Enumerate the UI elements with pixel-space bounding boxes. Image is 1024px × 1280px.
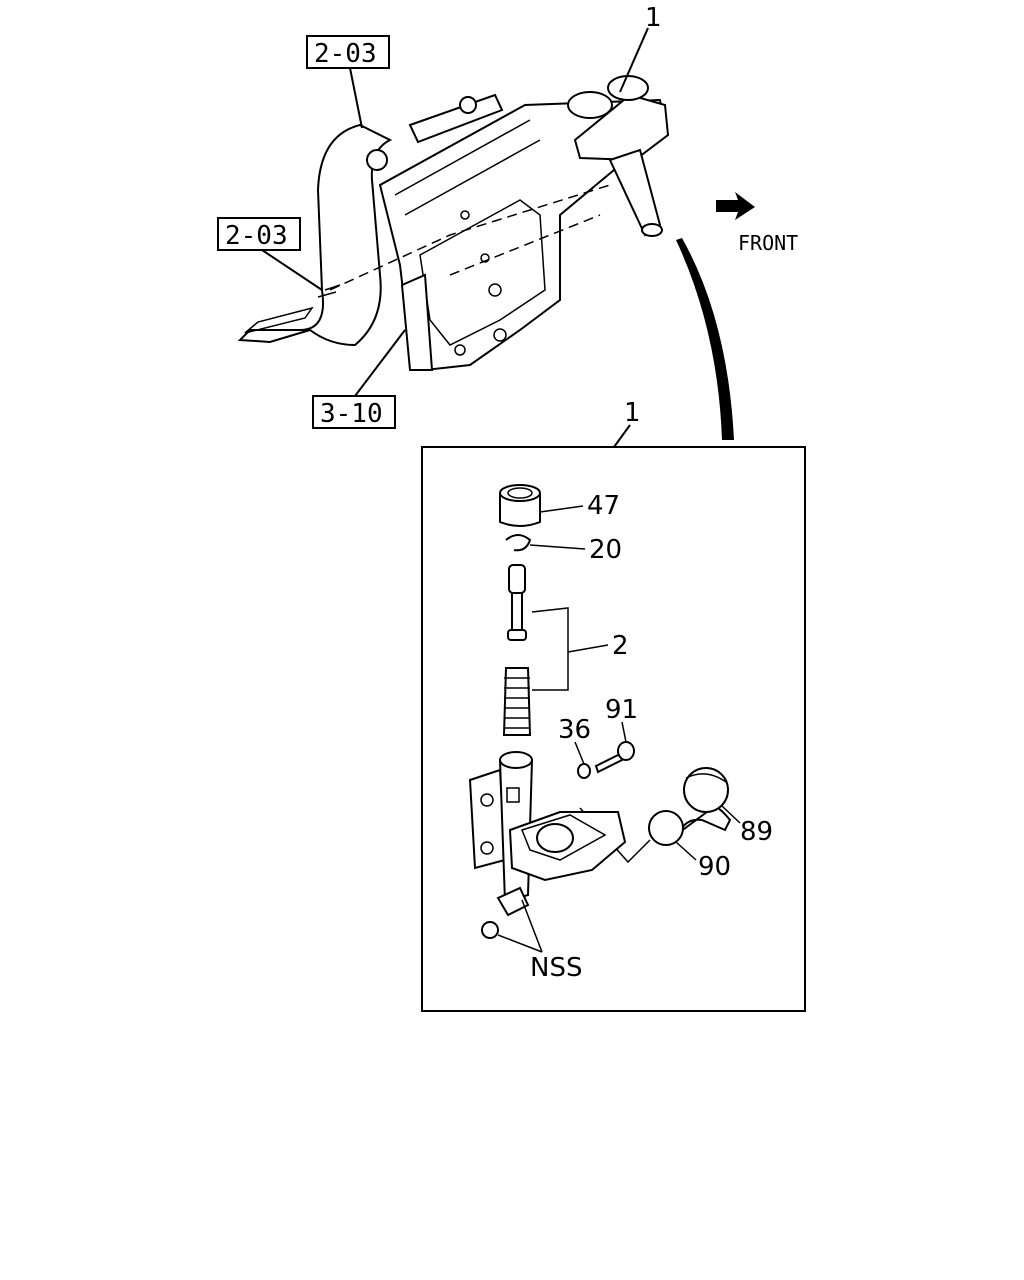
part-91: 91: [594, 695, 638, 774]
detail-pointer-arrow: [676, 238, 734, 440]
washer-icon: [577, 763, 591, 779]
master-cylinder-upper: [567, 75, 670, 237]
part-90: 90: [579, 807, 731, 882]
front-label: FRONT: [738, 231, 798, 255]
ref-label: 3-10: [320, 399, 383, 429]
ref-box-2-03-left: 2-03: [217, 217, 323, 291]
piston-kit-icon: [502, 564, 532, 736]
part-20-label: 20: [589, 535, 622, 565]
ref-label: 2-03: [314, 39, 377, 69]
detail-frame: [421, 446, 806, 1012]
part-nss: NSS: [497, 899, 582, 983]
ref-label: 2-03: [225, 221, 288, 251]
ref-box-2-03-top: 2-03: [306, 35, 390, 129]
ref-box-3-10: 3-10: [312, 329, 406, 429]
part-36: 36: [558, 715, 591, 779]
part-91-label: 91: [605, 695, 638, 725]
part-89-label: 89: [740, 817, 773, 847]
reservoir-cap-icon: [683, 767, 729, 813]
part-36-label: 36: [558, 715, 591, 745]
part-nss-label: NSS: [530, 953, 582, 983]
part-47: 47: [499, 484, 620, 527]
arrow-icon: [716, 192, 755, 220]
part-2: 2: [502, 564, 629, 736]
bleeder-icon: [481, 921, 499, 939]
callout-1-top: 1: [645, 3, 662, 33]
reservoir-cap-icon: [499, 494, 541, 527]
master-cylinder-body: [468, 751, 627, 939]
snap-ring-icon: [505, 534, 532, 552]
part-2-label: 2: [612, 631, 629, 661]
part-20: 20: [505, 534, 622, 565]
o-ring-icon: [648, 810, 684, 846]
bolt-icon: [594, 741, 635, 774]
pedal-bracket-assembly: [237, 93, 667, 372]
callout-1-detail-leader: [613, 424, 631, 448]
part-89: 89: [677, 767, 773, 847]
front-direction: FRONT: [716, 192, 798, 255]
callout-1-detail: 1: [624, 398, 641, 428]
part-90-label: 90: [698, 852, 731, 882]
callout-1-top-leader: [619, 27, 649, 93]
part-47-label: 47: [587, 491, 620, 521]
